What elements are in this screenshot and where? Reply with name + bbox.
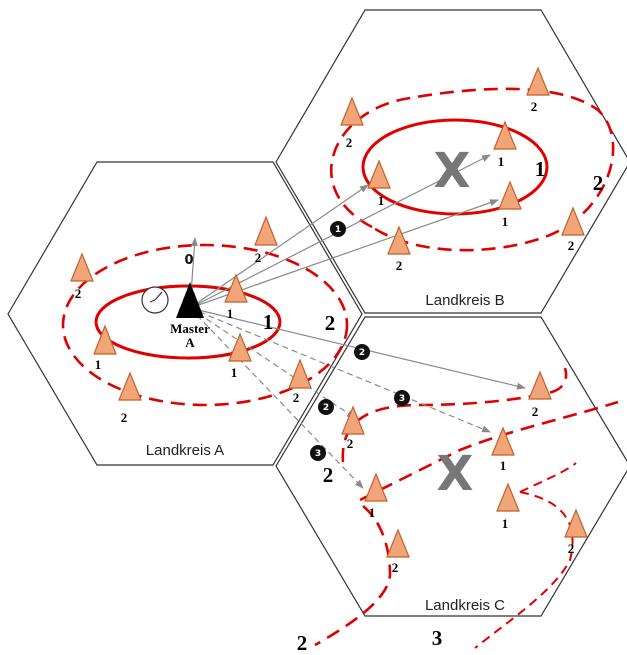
region-label-c: Landkreis C (425, 597, 505, 614)
node-label: 1 (231, 365, 238, 380)
clock-icon (141, 286, 169, 314)
node-triangle-icon (491, 426, 515, 456)
node-label: 2 (346, 135, 353, 150)
ring-label-c-2: 2 (323, 463, 334, 487)
ring-2-region-c-middle (359, 400, 619, 502)
node-label: 2 (531, 99, 538, 114)
failed-x-icon: X (433, 143, 470, 199)
node-label: 2 (568, 238, 575, 253)
node-triangle-icon (564, 508, 588, 538)
ring-label-bottom-2: 2 (297, 631, 308, 655)
node-label: 1 (502, 516, 509, 531)
node-label: 1 (369, 505, 376, 520)
ring-label-a-1: 1 (263, 310, 274, 334)
node-triangle-icon (493, 120, 517, 150)
step-marker-3b: 3 (315, 449, 321, 459)
ring-3-bottom-tail (474, 491, 574, 649)
node-triangle-icon (528, 370, 552, 400)
node-label: 1 (378, 193, 385, 208)
ring-2-bottom-tail (314, 504, 392, 647)
step-marker-1: 1 (335, 225, 341, 235)
ring-label-bottom-3: 3 (432, 626, 443, 650)
master-label-line2: A (185, 335, 195, 350)
ring-3-upper-segment (519, 462, 577, 493)
node-label: 1 (502, 214, 509, 229)
step-marker-3a-dot (394, 390, 410, 406)
node-triangle-icon (341, 405, 365, 435)
node-triangle-icon (386, 528, 410, 558)
node-triangle-icon (224, 273, 248, 303)
step-marker-1-dot (330, 221, 346, 237)
step-marker-2a-dot (354, 344, 370, 360)
region-label-b: Landkreis B (425, 292, 504, 309)
node-label: 2 (75, 286, 82, 301)
master-triangle-icon (176, 282, 204, 318)
node-triangle-icon (526, 66, 550, 96)
dashed-arrow-to-c-node-1b (189, 307, 364, 489)
node-triangle-icon (118, 371, 142, 401)
node-triangle-icon (228, 332, 252, 362)
node-triangle-icon (254, 215, 278, 246)
node-label: 2 (392, 560, 399, 575)
region-label-a: Landkreis A (146, 442, 224, 459)
node-triangle-icon (364, 472, 388, 502)
ring-2-region-b (329, 87, 615, 252)
arrow-to-b-node-1a (189, 184, 369, 309)
node-triangle-icon (387, 225, 411, 255)
ring-1-region-b (361, 118, 549, 216)
step-marker-0: 0 (184, 253, 193, 268)
node-label: 2 (396, 258, 403, 273)
dashed-arrow-to-c-node-1 (189, 307, 491, 433)
node-label: 2 (347, 436, 354, 451)
node-label: 1 (498, 154, 505, 169)
node-label: 1 (227, 306, 234, 321)
nodes: 2 2 1 1 1 2 2 2 1 1 2 1 2 2 2 2 (70, 66, 588, 575)
node-triangle-icon (288, 358, 312, 389)
node-triangle-icon (93, 324, 117, 355)
node-triangle-icon (498, 180, 522, 210)
node-label: 2 (568, 541, 575, 556)
ring-2-region-a (61, 243, 349, 407)
step-marker-3b-dot (310, 445, 326, 461)
ring-label-a-2: 2 (325, 311, 336, 335)
node-label: 1 (500, 458, 507, 473)
node-triangle-icon (340, 96, 364, 126)
node-triangle-icon (561, 206, 585, 236)
node-triangle-icon (70, 252, 94, 282)
step-marker-2a: 2 (359, 348, 365, 358)
node-label: 2 (121, 410, 128, 425)
node-label: 2 (532, 404, 539, 419)
ring-label-b-1: 1 (535, 157, 546, 181)
step-marker-3a: 3 (399, 394, 405, 404)
master-label-line1: Master (170, 321, 210, 336)
ring-1-region-a (94, 284, 282, 360)
node-triangle-icon (367, 159, 391, 189)
node-triangle-icon (496, 482, 520, 512)
step-marker-2b: 2 (323, 403, 329, 413)
node-label: 2 (293, 390, 300, 405)
node-label: 1 (95, 357, 102, 372)
ring-label-b-2: 2 (593, 171, 604, 195)
step-marker-2b-dot (318, 399, 334, 415)
node-label: 2 (255, 250, 262, 265)
failed-x-icon: X (436, 446, 473, 502)
